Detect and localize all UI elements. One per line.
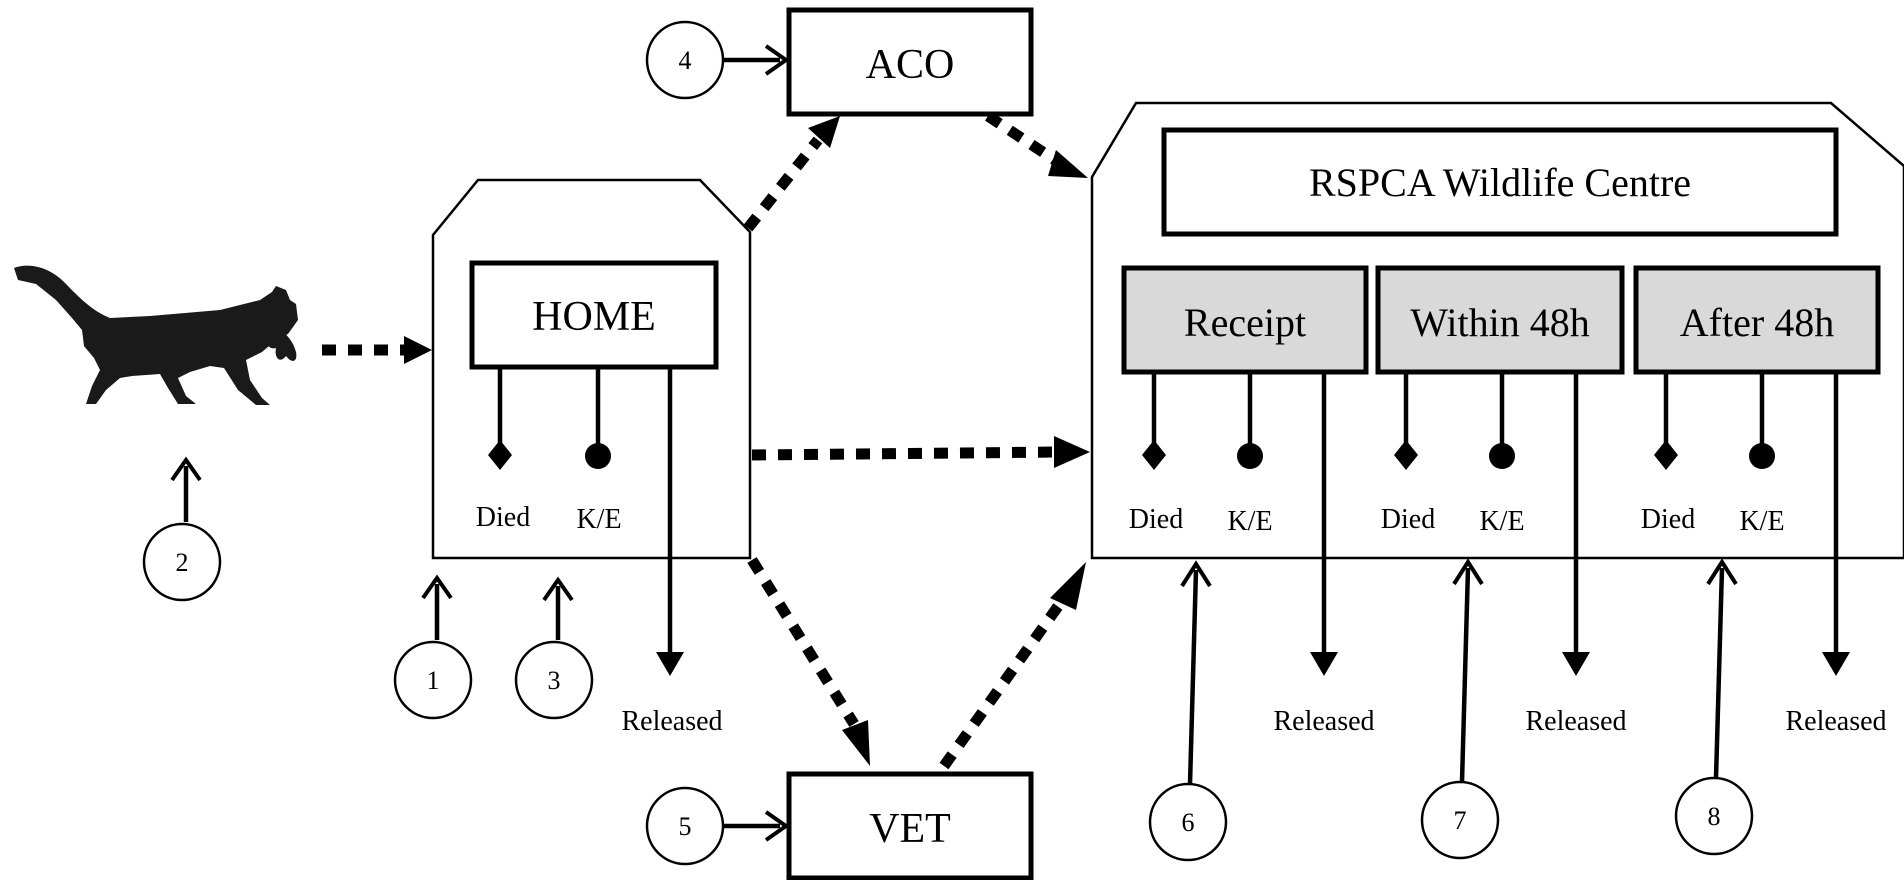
vet-to-rspca-arrowhead (1050, 562, 1086, 610)
home-to-aco-arrowhead (808, 116, 840, 148)
vet-to-rspca-arrow (939, 594, 1069, 770)
within48-ke-label: K/E (1479, 506, 1524, 537)
callout-5-arrowhead (764, 810, 790, 842)
after48-ke-marker (1749, 443, 1775, 469)
after48-released-arrowhead (1822, 652, 1850, 676)
home-container (431, 178, 752, 560)
callout-7-arrowhead (1452, 558, 1484, 586)
callout-6-label: 6 (1182, 808, 1195, 837)
callout-7-circle (1420, 780, 1500, 860)
stage-receipt-label: Receipt (1184, 300, 1306, 345)
after48-ke-label: K/E (1739, 506, 1784, 537)
home-ke-marker (585, 443, 611, 469)
receipt-ke-marker (1237, 443, 1263, 469)
receipt-died-label: Died (1129, 504, 1183, 535)
home-died-label: Died (476, 502, 530, 533)
stage-after48-label: After 48h (1680, 300, 1834, 345)
callout-2-label: 2 (176, 548, 189, 577)
vet-label: VET (869, 806, 951, 852)
callout-7-label: 7 (1454, 806, 1467, 835)
callout-3-label: 3 (548, 666, 561, 695)
vet-box (786, 771, 1034, 880)
callout-7-arrow (1459, 567, 1471, 783)
after48-died-label: Died (1641, 504, 1695, 535)
cat-to-home-arrowhead (404, 336, 432, 364)
within48-died-label: Died (1381, 504, 1435, 535)
receipt-released-arrowhead (1310, 652, 1338, 676)
home-to-rspca-arrowhead (1054, 436, 1090, 468)
within48-released-label: Released (1525, 706, 1626, 737)
callout-1-arrowhead (421, 574, 453, 600)
stage-after48-box (1633, 265, 1881, 375)
cat-with-prey-silhouette-icon (14, 265, 298, 405)
callout-3-arrowhead (542, 576, 574, 602)
stage-receipt-box (1121, 265, 1369, 375)
home-released-arrowhead (656, 652, 684, 676)
callout-8-circle (1674, 776, 1754, 856)
home-to-vet-arrowhead (842, 720, 870, 766)
callout-8-label: 8 (1708, 802, 1721, 831)
stage-within48-label: Within 48h (1410, 300, 1590, 345)
aco-label: ACO (866, 42, 955, 88)
callout-1-circle (393, 640, 473, 720)
aco-to-rspca-arrowhead (1048, 150, 1088, 178)
rspca-header-box (1161, 127, 1839, 237)
home-released-label: Released (621, 706, 722, 737)
callout-1-label: 1 (427, 666, 440, 695)
callout-6-arrowhead (1180, 560, 1212, 588)
home-to-rspca-arrow (751, 446, 1059, 461)
after48-died-marker (1654, 440, 1678, 470)
home-to-vet-arrow (747, 557, 859, 727)
callout-6-circle (1148, 782, 1228, 862)
rspca-header-label: RSPCA Wildlife Centre (1309, 160, 1691, 205)
after48-released-label: Released (1785, 706, 1886, 737)
receipt-died-marker (1142, 440, 1166, 470)
stage-within48-box (1375, 265, 1625, 375)
callout-6-arrow (1187, 569, 1199, 785)
callout-8-arrowhead (1706, 558, 1738, 586)
callout-4-arrowhead (764, 44, 790, 76)
callout-5-label: 5 (679, 812, 692, 841)
callout-8-arrow (1713, 567, 1725, 779)
aco-box (786, 7, 1034, 117)
callout-2-circle (142, 522, 222, 602)
callout-3-circle (514, 640, 594, 720)
home-died-marker (488, 440, 512, 470)
aco-to-rspca-arrow (984, 111, 1068, 171)
home-box (469, 260, 719, 370)
home-label: HOME (532, 294, 656, 340)
receipt-ke-label: K/E (1227, 506, 1272, 537)
callout-4-label: 4 (679, 46, 692, 75)
home-ke-label: K/E (576, 504, 621, 535)
within48-died-marker (1394, 440, 1418, 470)
home-to-aco-arrow (743, 136, 823, 232)
within48-ke-marker (1489, 443, 1515, 469)
rspca-container (1090, 101, 1904, 560)
within48-released-arrowhead (1562, 652, 1590, 676)
receipt-released-label: Released (1273, 706, 1374, 737)
callout-2-arrowhead (170, 456, 202, 482)
